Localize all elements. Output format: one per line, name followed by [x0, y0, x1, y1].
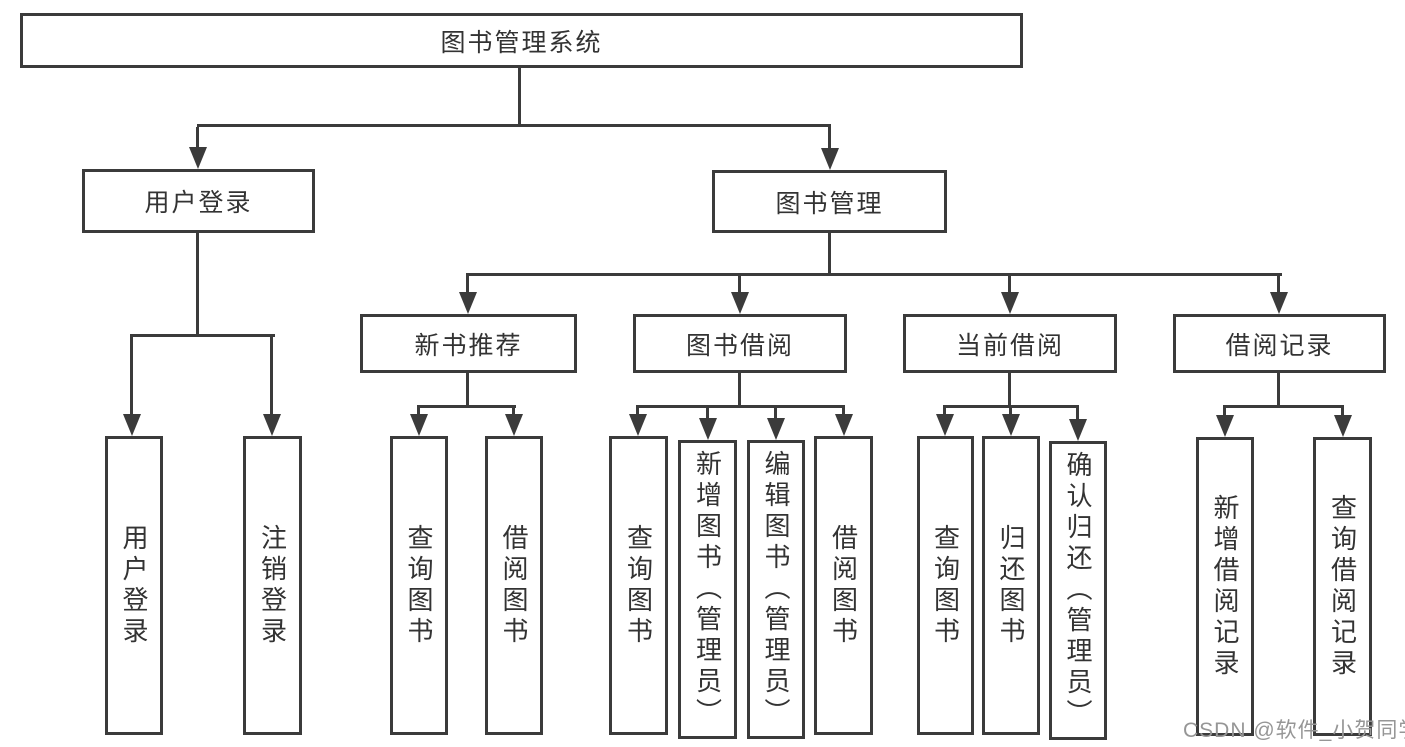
edge-borrow-records-bar — [1223, 405, 1344, 408]
node-label: 注销登录 — [257, 523, 288, 648]
edge-to-new-book-rec — [466, 273, 469, 292]
node-label: 查询借阅记录 — [1327, 493, 1358, 680]
node-label: 图书借阅 — [685, 331, 794, 360]
node-label: 新书推荐 — [414, 331, 523, 360]
edge-to-cb-return — [1009, 405, 1012, 415]
arrowhead-cb-return — [1002, 414, 1020, 436]
arrowhead-leaf-logout — [263, 414, 281, 436]
leaf-cb-confirm-return-admin: 确认归还（管理员） — [1049, 441, 1107, 740]
node-current-borrow: 当前借阅 — [903, 314, 1117, 373]
arrowhead-nbr-borrow — [505, 414, 523, 436]
node-label: 图书管理 — [775, 189, 884, 218]
node-label: 查询图书 — [404, 523, 434, 648]
node-label: 确认归还（管理员） — [1063, 451, 1093, 730]
leaf-cb-return-books: 归还图书 — [982, 436, 1040, 735]
node-label: 新增图书（管理员） — [692, 450, 723, 729]
arrowhead-current-borrow — [1001, 292, 1019, 314]
edge-borrow-records-stub — [1277, 373, 1280, 408]
arrowhead-book-mgmt — [821, 148, 839, 170]
node-library-management-system: 图书管理系统 — [20, 13, 1023, 68]
node-label: 用户登录 — [119, 523, 149, 648]
leaf-br-add-record: 新增借阅记录 — [1196, 437, 1254, 736]
arrowhead-br-query — [1334, 415, 1352, 437]
edge-to-nbr-query — [417, 405, 420, 415]
arrowhead-cb-query — [936, 414, 954, 436]
edge-book-borrow-bar — [636, 405, 845, 408]
edge-to-nbr-borrow — [512, 405, 515, 415]
edge-to-book-mgmt — [828, 127, 831, 148]
edge-to-bb-query — [636, 405, 639, 415]
arrowhead-bb-borrow — [835, 414, 853, 436]
node-label: 借阅图书 — [828, 523, 859, 648]
edge-book-mgmt-stub — [828, 233, 831, 276]
leaf-bb-borrow-books: 借阅图书 — [814, 436, 873, 735]
edge-book-borrow-stub — [738, 373, 741, 408]
edge-to-cb-confirm — [1076, 405, 1079, 420]
edge-to-bb-edit — [774, 405, 777, 419]
arrowhead-new-book-rec — [459, 292, 477, 314]
node-book-mgmt: 图书管理 — [712, 170, 947, 233]
edge-new-book-rec-stub — [466, 373, 469, 408]
arrowhead-user-login — [189, 147, 207, 169]
edge-root-stub — [518, 68, 521, 127]
csdn-watermark: CSDN @软件_小贺同学 — [1183, 719, 1405, 742]
edge-level3-bar — [466, 273, 1282, 276]
edge-to-cb-query — [943, 405, 946, 415]
node-borrow-records: 借阅记录 — [1173, 314, 1386, 373]
arrowhead-leaf-login — [123, 414, 141, 436]
edge-to-leaf-login — [130, 334, 133, 414]
edge-to-leaf-logout — [270, 334, 273, 414]
leaf-bb-add-books-admin: 新增图书（管理员） — [678, 440, 737, 739]
arrowhead-bb-edit — [767, 418, 785, 440]
node-label: 用户登录 — [144, 189, 253, 217]
node-label: 归还图书 — [996, 523, 1026, 648]
leaf-cb-query-books: 查询图书 — [917, 436, 974, 735]
node-label: 图书管理系统 — [440, 28, 603, 57]
edge-to-current-borrow — [1008, 273, 1011, 292]
leaf-nbr-query-books: 查询图书 — [390, 436, 448, 735]
edge-to-br-add — [1223, 405, 1226, 416]
edge-to-book-borrow — [738, 273, 741, 292]
node-book-borrow: 图书借阅 — [633, 314, 847, 373]
leaf-br-query-record: 查询借阅记录 — [1313, 437, 1372, 736]
edge-to-bb-borrow — [842, 405, 845, 415]
arrowhead-borrow-records — [1270, 292, 1288, 314]
node-label: 新增借阅记录 — [1210, 493, 1240, 680]
edge-to-br-query — [1341, 405, 1344, 416]
arrowhead-book-borrow — [731, 292, 749, 314]
arrowhead-br-add — [1216, 415, 1234, 437]
arrowhead-bb-query — [629, 414, 647, 436]
edge-to-bb-add — [706, 405, 709, 419]
arrowhead-cb-confirm — [1069, 419, 1087, 441]
edge-current-borrow-stub — [1008, 373, 1011, 408]
edge-to-borrow-records — [1277, 273, 1280, 292]
node-label: 当前借阅 — [955, 331, 1064, 360]
node-label: 查询图书 — [623, 523, 654, 648]
arrowhead-bb-add — [699, 418, 717, 440]
edge-new-book-rec-bar — [417, 405, 516, 408]
node-label: 编辑图书（管理员） — [761, 450, 791, 729]
node-label: 借阅图书 — [499, 523, 529, 648]
leaf-logout: 注销登录 — [243, 436, 302, 735]
leaf-bb-edit-books-admin: 编辑图书（管理员） — [747, 440, 805, 739]
node-label: 借阅记录 — [1225, 331, 1334, 360]
edge-to-user-login — [196, 127, 199, 147]
leaf-user-login: 用户登录 — [105, 436, 163, 735]
edge-user-login-stub — [196, 233, 199, 337]
leaf-bb-query-books: 查询图书 — [609, 436, 668, 735]
node-label: 查询图书 — [930, 523, 961, 648]
edge-level2-bar — [197, 124, 831, 127]
edge-user-login-bar — [131, 334, 275, 337]
node-user-login: 用户登录 — [82, 169, 315, 233]
arrowhead-nbr-query — [410, 414, 428, 436]
leaf-nbr-borrow-books: 借阅图书 — [485, 436, 543, 735]
node-new-book-rec: 新书推荐 — [360, 314, 577, 373]
